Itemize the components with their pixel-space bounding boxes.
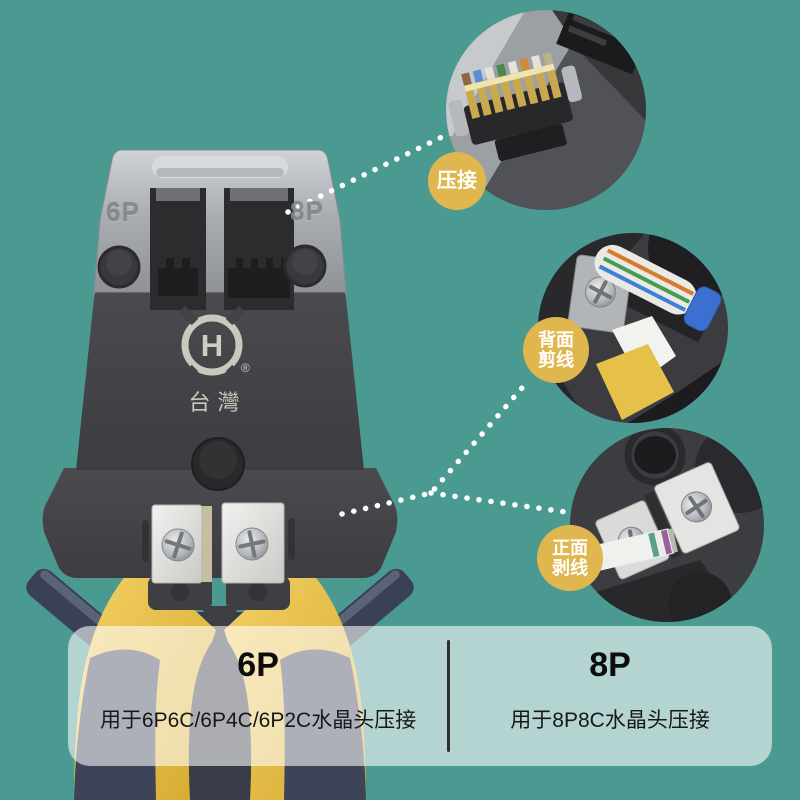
network-cable xyxy=(594,244,722,332)
brand-registered-mark: ® xyxy=(241,361,250,375)
callout-circle-back-cut xyxy=(538,233,728,423)
rj45-connector-pins xyxy=(448,52,583,161)
blade-slot-right xyxy=(288,518,295,560)
adjuster-knob-top xyxy=(199,441,237,479)
info-panel-desc-6p: 用于6P6C/6P4C/6P2C水晶头压接 xyxy=(99,709,417,732)
head-label-8p: 8P xyxy=(290,196,324,226)
cutter-yellow-grip xyxy=(596,344,674,420)
head-label-6p: 6P xyxy=(106,197,140,227)
callout-badge-crimp: 压接 xyxy=(428,152,486,210)
blade-spacer xyxy=(200,506,212,582)
info-panel-column-8p: 8P 用于8P8C水晶头压接 xyxy=(448,626,772,766)
crimp-die-6p xyxy=(158,258,198,296)
callout-dotted-lines xyxy=(285,132,569,517)
info-panel-title-8p: 8P xyxy=(589,646,631,684)
crimp-slot-6p-ridge xyxy=(156,188,200,201)
head-top-groove-shadow xyxy=(156,168,284,177)
callout-badge-front-strip-line2: 剥线 xyxy=(552,558,588,578)
tool-body-lower xyxy=(42,468,398,578)
brand-logo-letter: H xyxy=(200,328,224,363)
dotted-line-crimp xyxy=(285,132,449,215)
jaw-notch-right xyxy=(249,583,267,601)
screw-left xyxy=(161,528,195,562)
callout-badge-crimp-label: 压接 xyxy=(437,170,477,192)
jaw-tip xyxy=(200,606,240,634)
info-panel-column-6p: 6P 用于6P6C/6P4C/6P2C水晶头压接 xyxy=(68,626,448,766)
brand-region-label: 台灣 xyxy=(188,390,247,415)
callout-badge-front-strip: 正面 剥线 xyxy=(537,525,603,591)
callout-badge-front-strip-line1: 正面 xyxy=(552,538,588,558)
crimp-die-8p xyxy=(228,258,290,298)
info-panel-desc-8p: 用于8P8C水晶头压接 xyxy=(510,709,710,732)
info-panel: 6P 用于6P6C/6P4C/6P2C水晶头压接 8P 用于8P8C水晶头压接 xyxy=(68,626,772,766)
crimp-slot-8p-ridge xyxy=(230,188,288,201)
rivet-left-top xyxy=(106,250,132,276)
callout-badge-back-cut-line1: 背面 xyxy=(538,330,574,350)
rivet-right-top xyxy=(292,249,318,275)
callout-badge-back-cut-line2: 剪线 xyxy=(538,350,574,370)
brand-logo-ring xyxy=(178,305,246,385)
screw-right xyxy=(235,527,269,561)
callout-badge-back-cut: 背面 剪线 xyxy=(523,317,589,383)
blade-slot-left xyxy=(142,520,149,562)
jaw-notch-left xyxy=(171,583,189,601)
dotted-line-front-strip xyxy=(428,490,569,515)
info-panel-title-6p: 6P xyxy=(237,646,279,684)
tool-body-upper xyxy=(76,286,364,470)
info-panel-divider xyxy=(447,640,450,752)
